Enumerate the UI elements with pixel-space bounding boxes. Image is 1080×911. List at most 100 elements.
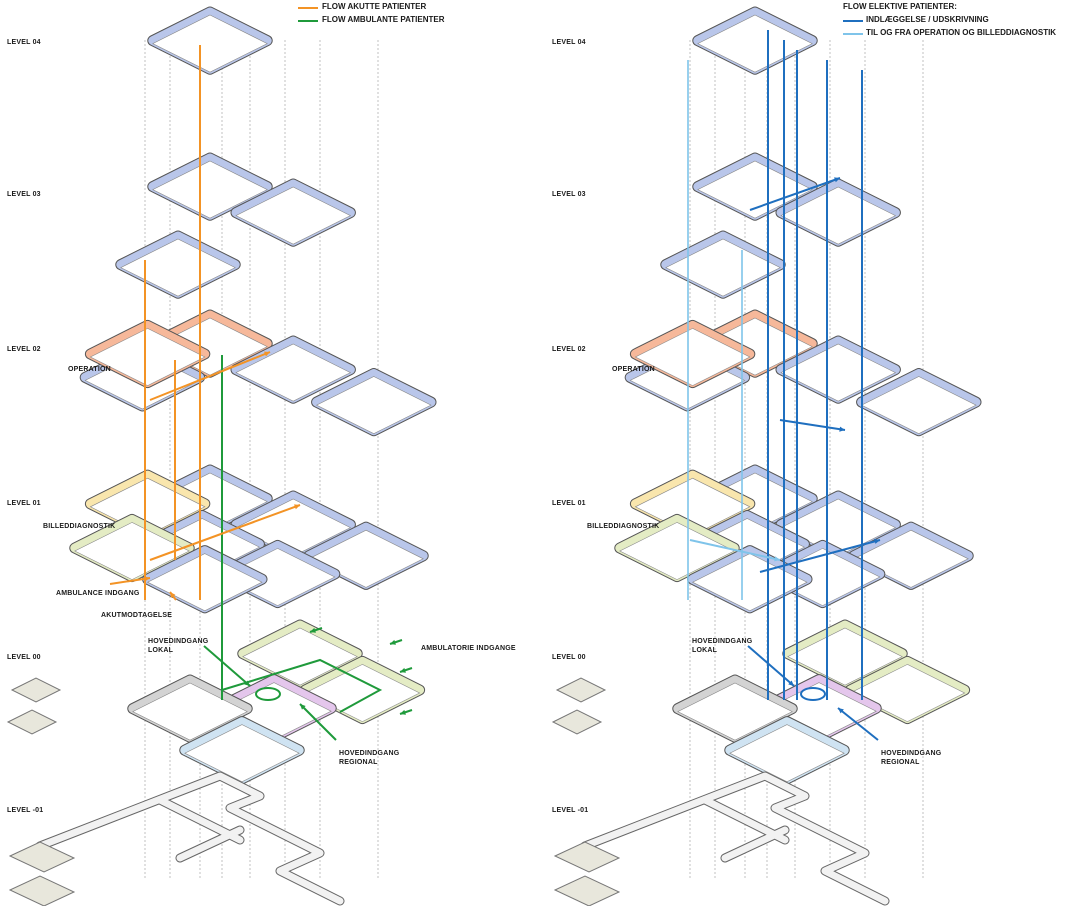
outbuilding-a <box>555 677 607 703</box>
akutmodtagelse-label: AKUTMODTAGELSE <box>101 612 173 619</box>
level-03-plate-module-1-void <box>235 186 352 245</box>
hovedindgang-regional-arrow-head <box>300 704 306 710</box>
level-00-east <box>211 619 426 743</box>
level-00-east-module-1-void <box>849 664 966 722</box>
level-01-plate <box>614 464 974 614</box>
legend-swatch-indlaeggelse <box>843 20 863 22</box>
level-02-label-right: LEVEL 02 <box>552 346 586 353</box>
level-minus01-plate <box>553 771 890 907</box>
entrance-hub <box>800 687 826 701</box>
level-04-plate <box>147 6 273 75</box>
level-04-label: LEVEL 04 <box>7 39 41 46</box>
level-04-plate-module-0-void <box>152 14 268 73</box>
level-02-plate-module-2-void <box>315 376 432 435</box>
flow-indlaeggelse-arrow-l3 <box>749 177 841 211</box>
flow-operation-arrow-l1 <box>689 539 781 561</box>
outbuilding-b <box>551 709 603 735</box>
legend-ambulante: FLOW AMBULANTE PATIENTER <box>322 15 445 24</box>
hovedindgang-regional-arrow <box>299 703 337 741</box>
hovedindgang-regional-arrow-right <box>837 707 879 741</box>
level-00-west-module-0-void <box>132 682 248 741</box>
level-03-label: LEVEL 03 <box>7 191 41 198</box>
level-02-plate-module-4-void <box>89 328 206 386</box>
level-01-plate-module-2-void <box>853 529 969 588</box>
flow-ambulant-ground <box>221 658 383 713</box>
outbuilding-a <box>10 677 62 703</box>
ambulatorie-indgange-label: AMBULATORIE INDGANGE <box>421 645 516 652</box>
hovedindgang-regional-arrow-right-head <box>838 708 844 714</box>
level-02-plate-module-2-void <box>860 376 977 435</box>
level-minus01-label: LEVEL -01 <box>7 807 44 814</box>
level-00-west <box>127 674 305 785</box>
flow-akut-arrow-op-head <box>264 351 270 357</box>
ambulatorie-arrow-2-head <box>390 639 396 645</box>
ambulance-arrow-head <box>144 576 150 582</box>
level-04-plate-module-0-void <box>697 14 813 73</box>
level-02-label: LEVEL 02 <box>7 346 41 353</box>
level-01-label: LEVEL 01 <box>7 500 41 507</box>
level-minus01-plate <box>8 771 345 907</box>
level-01-plate-module-6-void <box>619 522 735 580</box>
hovedindgang-lokal-arrow-right <box>747 645 795 687</box>
flow-akut-arrow-lvl1 <box>149 504 301 561</box>
level-00-west-module-0-void <box>677 682 793 741</box>
hovedindgang-regional-label-1: HOVEDINDGANG <box>339 750 400 757</box>
level-03-plate <box>147 152 356 247</box>
level-03-plate-module-1-void <box>780 186 897 245</box>
level-00-west <box>672 674 850 785</box>
flow-indlaeggelse-arrow-l2 <box>779 419 846 431</box>
ambulatorie-arrow-1-head <box>310 627 316 633</box>
hovedindgang-regional-label-right-1: HOVEDINDGANG <box>881 750 942 757</box>
level-02-plate <box>624 309 982 437</box>
level-03-label-right: LEVEL 03 <box>552 191 586 198</box>
flow-indlaeggelse-arrow-l2-head <box>839 426 845 432</box>
level-01-plate <box>69 464 429 614</box>
hovedindgang-regional-label-right-2: REGIONAL <box>881 759 920 766</box>
level-minus01-plate-corridor <box>36 772 344 905</box>
hovedindgang-lokal-label-right-1: HOVEDINDGANG <box>692 638 753 645</box>
level-minus01-plate-block-a <box>553 841 621 873</box>
flow-akut-arrow-op <box>149 351 271 401</box>
level-minus01-label-right: LEVEL -01 <box>552 807 589 814</box>
hovedindgang-regional-label-2: REGIONAL <box>339 759 378 766</box>
legend-swatch-ambulante <box>298 20 318 22</box>
level-00-label: LEVEL 00 <box>7 654 41 661</box>
level-01-plate-module-7-void <box>691 553 808 612</box>
level-03-wing <box>115 230 241 299</box>
ambulance-arrow <box>109 577 151 585</box>
level-03-plate-module-0-void <box>152 160 268 219</box>
level-minus01-plate-block-b <box>553 875 621 907</box>
legend-akutte: FLOW AKUTTE PATIENTER <box>322 2 427 11</box>
level-00-east-module-0-void <box>787 627 903 686</box>
legend-elektive-title: FLOW ELEKTIVE PATIENTER: <box>843 2 957 11</box>
flow-indlaeggelse-arrow-l1 <box>759 539 881 573</box>
level-minus01-plate-corridor <box>581 772 889 905</box>
level-04-plate <box>692 6 818 75</box>
level-01-plate-module-6-void <box>74 522 190 580</box>
level-03-wing-module-0-void <box>120 238 236 297</box>
operation-label-right: OPERATION <box>612 366 655 373</box>
legend-swatch-operation-billed <box>843 33 863 35</box>
hovedindgang-lokal-label-1: HOVEDINDGANG <box>148 638 209 645</box>
flow-indlaeggelse-arrow-l1-head <box>874 538 880 544</box>
legend-indlaeggelse: INDLÆGGELSE / UDSKRIVNING <box>866 15 989 24</box>
entrance-hub <box>255 687 281 701</box>
level-02-plate <box>79 309 437 437</box>
hovedindgang-lokal-label-2: LOKAL <box>148 647 174 654</box>
flow-operation-arrow-l1-head <box>774 556 780 562</box>
level-00-east <box>756 619 971 743</box>
hovedindgang-lokal-arrow <box>203 645 251 687</box>
level-01-label-right: LEVEL 01 <box>552 500 586 507</box>
level-minus01-plate-block-b <box>8 875 76 907</box>
ambulatorie-arrow-4-head <box>400 709 406 715</box>
legend-operation-billed: TIL OG FRA OPERATION OG BILLEDDIAGNOSTIK <box>866 28 1057 37</box>
flow-akut-arrow-lvl1-head <box>294 504 300 510</box>
level-00-west-module-1-void <box>729 724 845 783</box>
billeddiagnostik-label-right: BILLEDDIAGNOSTIK <box>587 523 660 530</box>
hovedindgang-lokal-arrow-right-head <box>788 680 794 686</box>
akutmodtagelse-arrow-head <box>170 592 176 598</box>
level-00-west-module-1-void <box>184 724 300 783</box>
outbuilding-b <box>6 709 58 735</box>
